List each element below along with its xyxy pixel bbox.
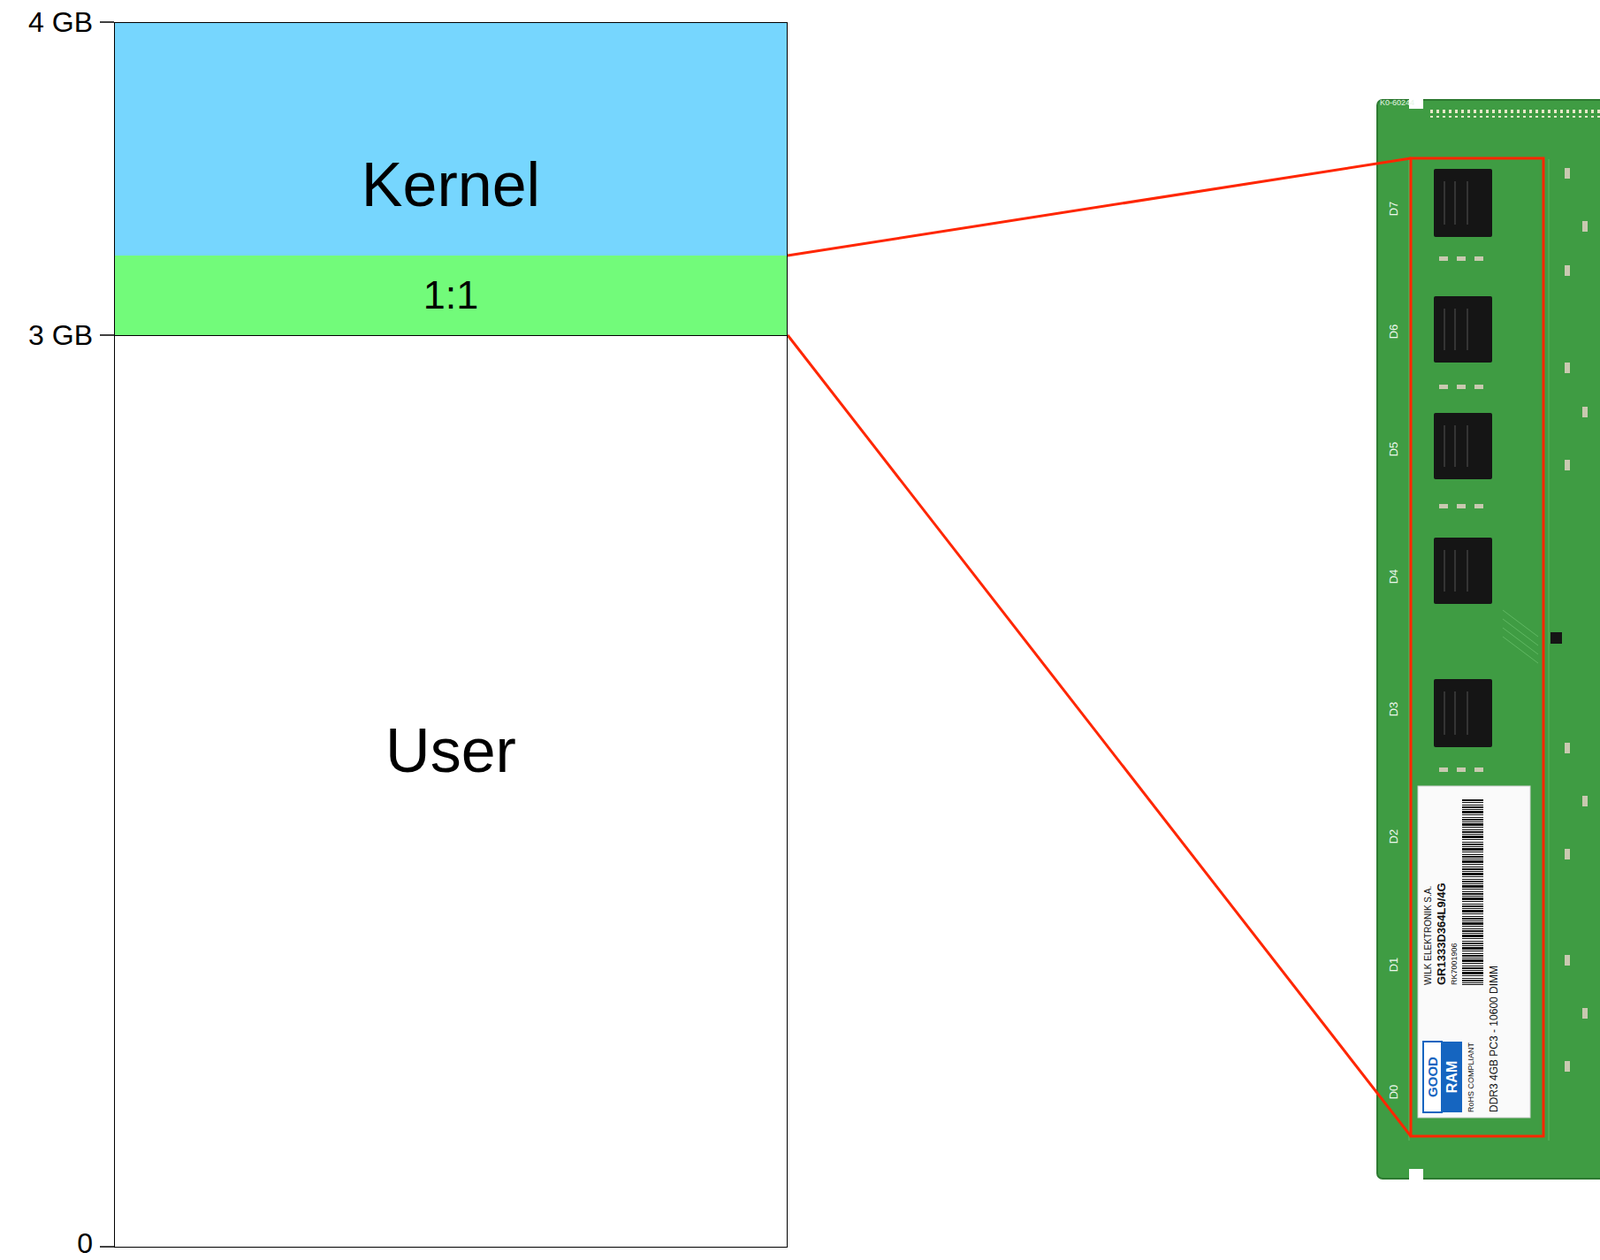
chip-position: D5 xyxy=(1384,431,1402,467)
chip-position: D6 xyxy=(1384,313,1402,350)
logo-frame xyxy=(1423,1041,1442,1113)
chip-markings xyxy=(1444,181,1468,735)
chip-position: D1 xyxy=(1384,946,1402,983)
band-label: 1:1 xyxy=(423,272,480,319)
small-ic xyxy=(1550,632,1562,644)
compliance-mark: RoHS COMPLIANT xyxy=(1465,988,1477,1113)
tick xyxy=(99,21,115,23)
tick xyxy=(99,1245,115,1248)
ram-module xyxy=(787,98,1600,1181)
traces xyxy=(1409,159,1549,1141)
axis-label: 4 GB xyxy=(0,6,93,39)
axis-label: 0 xyxy=(0,1226,93,1258)
pad-row xyxy=(1428,109,1600,118)
tick xyxy=(99,334,115,336)
chip-position: D4 xyxy=(1384,558,1402,595)
serial-number: RK7001906 xyxy=(1448,794,1460,985)
board-code: K0-60244 xyxy=(1379,98,1433,108)
module-spec: DDR3 4GB PC3 - 10600 DIMM xyxy=(1486,846,1501,1113)
pcb xyxy=(1377,99,1600,1179)
chip-position: D2 xyxy=(1384,818,1402,854)
direct-map-band: 1:1 xyxy=(114,255,788,336)
pcb-edge xyxy=(1377,99,1600,1179)
sticker-text-frame: WILK ELEKTRONIK S.A.GR1333D364L9/4GRK700… xyxy=(1417,785,1531,1118)
notch xyxy=(1409,1168,1424,1181)
kernel-band: Kernel xyxy=(114,22,788,256)
chip xyxy=(1433,678,1493,747)
chip-position: D0 xyxy=(1384,1074,1402,1110)
logo-text: RAM xyxy=(1442,1041,1463,1113)
axis-ticks xyxy=(99,22,115,1247)
chip xyxy=(1433,296,1493,363)
axis-label: 3 GB xyxy=(0,319,93,351)
manufacturer: WILK ELEKTRONIK S.A. xyxy=(1422,794,1434,985)
sticker xyxy=(1417,785,1531,1118)
part-number: GR1333D364L9/4G xyxy=(1433,794,1449,985)
memory-chips xyxy=(1433,168,1493,747)
user-band: User xyxy=(114,335,788,1248)
leader-line xyxy=(787,158,1411,256)
logo-text: GOOD xyxy=(1423,1041,1442,1113)
chip xyxy=(1433,168,1493,237)
chip xyxy=(1433,412,1493,480)
chip-position: D3 xyxy=(1384,691,1402,727)
leader-line xyxy=(787,335,1411,1136)
chip xyxy=(1433,537,1493,604)
logo-fill xyxy=(1441,1041,1463,1113)
barcode xyxy=(1462,799,1484,985)
band-label: User xyxy=(385,715,517,787)
highlight-box xyxy=(1410,158,1544,1136)
chip-position: D7 xyxy=(1384,190,1402,227)
band-label: Kernel xyxy=(361,149,541,221)
